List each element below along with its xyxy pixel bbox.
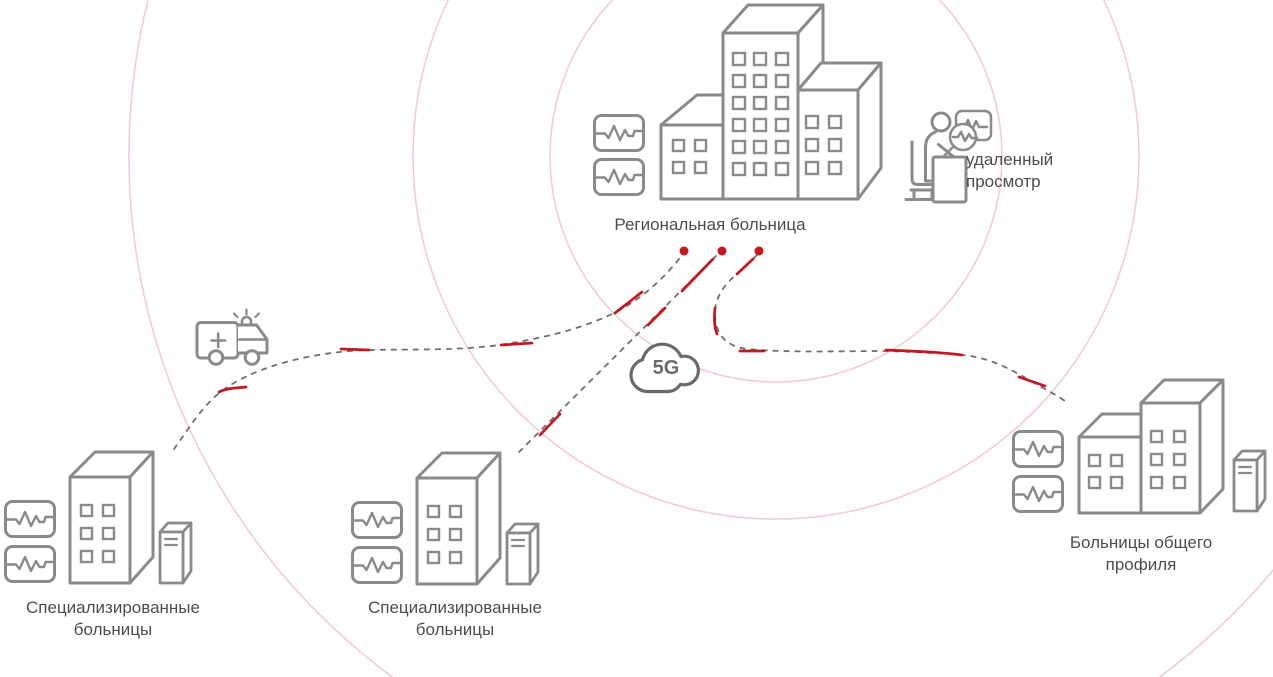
siren-light-icon	[240, 315, 253, 327]
5g-label: 5G	[652, 357, 680, 379]
person-head	[930, 111, 952, 133]
waveform-bubble-icon	[942, 109, 993, 158]
building-roof	[1077, 412, 1143, 439]
general-hospital-label: Больницы общего профиля	[1069, 533, 1213, 574]
building-windows	[671, 51, 843, 177]
wheel	[243, 349, 261, 366]
specialized-hospital-center-label: Специализированные больницы	[368, 598, 542, 639]
wheel	[207, 349, 225, 366]
middle-circle	[412, 0, 1140, 520]
red-segment	[680, 257, 715, 293]
inner-circle	[549, 0, 1003, 383]
building-front	[659, 123, 725, 201]
5g-cloud-icon	[629, 342, 700, 394]
specialized-hospital-left-icon	[6, 452, 192, 583]
building-side	[1198, 378, 1225, 515]
building-roof	[659, 93, 725, 127]
remote-view-label: удаленный просмотр	[966, 150, 1054, 191]
active-segments	[217, 257, 1047, 437]
connection-left-hospital	[173, 253, 684, 450]
endpoint-dot	[754, 246, 764, 256]
red-segment	[217, 385, 248, 394]
connection-endpoints	[679, 246, 764, 256]
endpoint-dot	[679, 246, 689, 256]
red-segment	[646, 306, 667, 327]
siren-rays	[232, 308, 261, 319]
terminal-desk	[931, 155, 968, 204]
general-hospital-icon	[1012, 378, 1267, 515]
background-circles	[128, 0, 1273, 677]
red-segment	[339, 347, 371, 352]
red-segment	[1017, 375, 1047, 388]
specialized-hospital-center-icon	[353, 453, 539, 584]
medical-cross-icon	[210, 332, 227, 349]
building-windows	[1087, 429, 1187, 490]
regional-hospital-icon	[593, 3, 883, 201]
regional-hospital-label: Региональная больница	[614, 215, 806, 234]
remote-operator-icon	[904, 109, 993, 204]
red-segment	[735, 257, 755, 276]
person-body	[924, 130, 941, 183]
building-front	[1077, 435, 1143, 515]
red-segment	[713, 306, 719, 336]
endpoint-dot	[717, 246, 727, 256]
red-segment	[499, 341, 534, 347]
ambulance-icon	[195, 308, 269, 366]
red-segment	[884, 348, 964, 357]
red-segment	[538, 412, 562, 437]
red-segment	[613, 290, 644, 315]
outer-circle	[128, 0, 1273, 677]
specialized-hospital-left-label: Специализированные больницы	[26, 598, 200, 639]
